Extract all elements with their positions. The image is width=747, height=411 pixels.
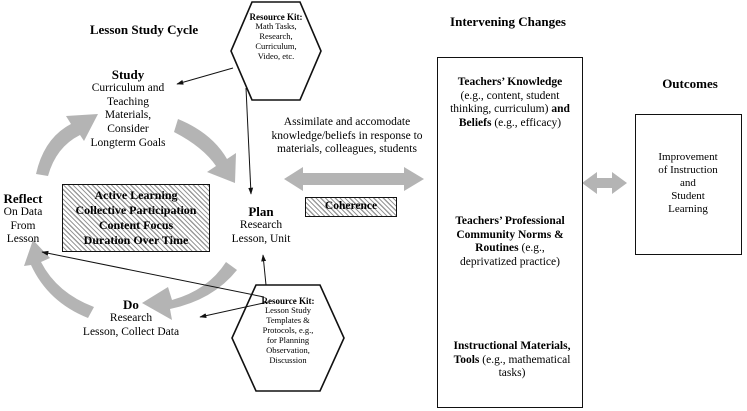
resource-kit-top-line: Research, [259, 31, 293, 42]
coherence-box: Coherence [305, 197, 397, 217]
study-node: Study Curriculum and Teaching Materials,… [78, 67, 178, 150]
community-heading: Teachers’ Professional Community Norms &… [455, 215, 565, 255]
resource-kit-bottom: Resource Kit: Lesson Study Templates & P… [244, 296, 332, 366]
feature-item: Active Learning [94, 188, 178, 202]
cycle-arrow-study-to-plan [174, 119, 236, 183]
resource-kit-bottom-line: Protocols, e.g., [262, 325, 314, 336]
reflect-title: Reflect [3, 191, 43, 206]
cycle-arrow-do-to-reflect [24, 240, 94, 318]
community-examples: (e.g., deprivatized practice) [460, 242, 560, 268]
double-arrow-cycle-to-changes [284, 167, 424, 191]
knowledge-heading: Teachers’ Knowledge [457, 76, 563, 88]
study-line: Consider [107, 123, 149, 136]
do-line: Lesson, Collect Data [82, 325, 180, 338]
study-line: Curriculum and [91, 82, 165, 95]
feature-item: Collective Participation [75, 203, 197, 217]
resource-kit-bottom-line: Discussion [269, 354, 307, 365]
assimilate-text: Assimilate and accomodate knowledge/beli… [258, 116, 436, 157]
assimilate-line: materials, colleagues, students [277, 143, 417, 156]
resource-kit-top-line: Math Tasks, [255, 21, 297, 32]
arrow-kit-to-study [176, 67, 234, 85]
resource-kit-top: Resource Kit: Math Tasks, Research, Curr… [238, 12, 314, 62]
assimilate-line: knowledge/beliefs in response to [271, 129, 423, 142]
reflect-line: From [10, 219, 36, 232]
study-line: Teaching [107, 95, 149, 108]
beliefs-heading: and Beliefs [458, 103, 570, 129]
feature-item: Duration Over Time [83, 233, 189, 247]
reflect-line: Lesson [6, 233, 40, 246]
study-title: Study [111, 67, 145, 82]
materials-examples: (e.g., mathematical tasks) [479, 353, 571, 380]
cycle-arrow-reflect-to-study [36, 114, 98, 176]
outcome-line: Learning [668, 202, 708, 215]
do-line: Research [109, 312, 153, 325]
arrow-kit2-to-reflect [41, 250, 265, 298]
instructional-materials-text: Instructional Materials, Tools (e.g., ma… [452, 340, 572, 381]
resource-kit-bottom-line: for Planning [266, 335, 310, 346]
reflect-line: On Data [3, 206, 43, 219]
outcome-line: and [680, 176, 696, 189]
features-list: Active Learning Collective Participation… [63, 188, 209, 248]
teachers-knowledge-text: Teachers’ Knowledge (e.g., content, stud… [446, 76, 574, 130]
arrow-kit2-to-plan [261, 254, 267, 286]
plan-title: Plan [248, 204, 274, 219]
resource-kit-bottom-line: Lesson Study [264, 305, 312, 316]
outcome-line: of Instruction [658, 163, 718, 176]
plan-line: Research [239, 219, 283, 232]
resource-kit-bottom-line: Templates & [266, 315, 310, 326]
outcome-text: Improvement of Instruction and Student L… [640, 151, 736, 216]
do-node: Do Research Lesson, Collect Data [68, 297, 194, 339]
study-line: Longterm Goals [90, 136, 166, 149]
materials-heading: Instructional Materials, Tools [453, 340, 571, 366]
knowledge-examples: (e.g., content, student thinking, curric… [450, 89, 560, 116]
features-box: Active Learning Collective Participation… [62, 184, 210, 252]
do-title: Do [123, 297, 139, 312]
resource-kit-bottom-line: Observation, [266, 344, 310, 355]
beliefs-examples: (e.g., efficacy) [491, 116, 562, 129]
lesson-study-cycle-title: Lesson Study Cycle [89, 22, 199, 37]
assimilate-line: Assimilate and accomodate [283, 116, 411, 128]
outcome-line: Student [671, 189, 705, 202]
arrow-kit-to-plan [245, 87, 254, 195]
double-arrow-changes-to-outcomes [582, 172, 627, 194]
outcome-line: Improvement [658, 151, 718, 163]
professional-community-text: Teachers’ Professional Community Norms &… [446, 215, 574, 269]
resource-kit-top-title: Resource Kit: [249, 12, 303, 22]
plan-line: Lesson, Unit [231, 232, 291, 245]
reflect-node: Reflect On Data From Lesson [0, 191, 46, 247]
cycle-arrow-plan-to-do [142, 262, 237, 320]
feature-item: Content Focus [98, 218, 174, 232]
resource-kit-top-hexagon [230, 1, 322, 101]
outcomes-box [635, 114, 742, 255]
plan-node: Plan Research Lesson, Unit [226, 204, 296, 246]
outcomes-title: Outcomes [662, 76, 718, 91]
coherence-label: Coherence [324, 200, 378, 212]
arrow-kit2-to-do [199, 301, 269, 319]
intervening-changes-title: Intervening Changes [450, 14, 566, 29]
resource-kit-top-line: Video, etc. [257, 51, 295, 62]
resource-kit-top-line: Curriculum, [255, 41, 297, 52]
resource-kit-bottom-title: Resource Kit: [261, 296, 315, 306]
study-line: Materials, [104, 109, 152, 122]
resource-kit-bottom-hexagon [231, 284, 345, 392]
intervening-changes-box [437, 57, 583, 408]
